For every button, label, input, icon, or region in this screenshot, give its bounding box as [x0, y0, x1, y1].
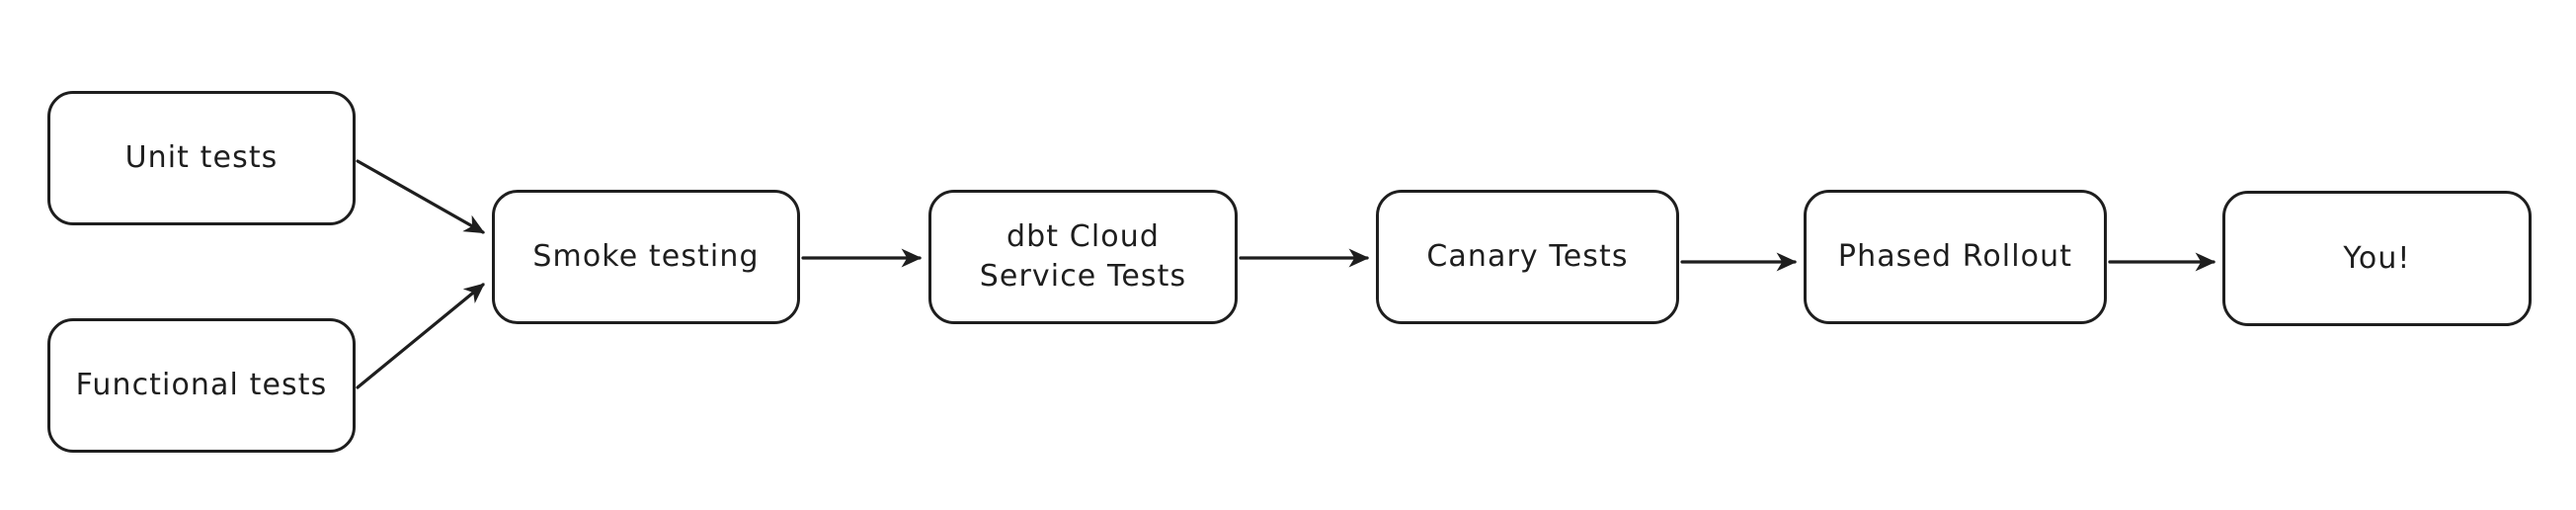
- node-dbt-cloud-service-tests[interactable]: dbt Cloud Service Tests: [928, 190, 1238, 324]
- edge-unit-tests-to-smoke-testing: [356, 159, 486, 234]
- edge-functional-tests-to-smoke-testing: [356, 283, 485, 389]
- node-functional-tests[interactable]: Functional tests: [47, 318, 356, 453]
- node-unit-tests-label: Unit tests: [124, 140, 279, 176]
- node-you-label: You!: [2343, 240, 2411, 276]
- node-canary-tests-label: Canary Tests: [1426, 239, 1629, 275]
- node-phased-rollout[interactable]: Phased Rollout: [1804, 190, 2107, 324]
- node-smoke-testing[interactable]: Smoke testing: [492, 190, 800, 324]
- node-functional-tests-label: Functional tests: [75, 368, 328, 403]
- node-phased-rollout-label: Phased Rollout: [1837, 239, 2073, 275]
- node-dbt-cloud-service-tests-label: dbt Cloud Service Tests: [979, 219, 1187, 294]
- node-canary-tests[interactable]: Canary Tests: [1376, 190, 1679, 324]
- node-you[interactable]: You!: [2222, 191, 2532, 326]
- node-smoke-testing-label: Smoke testing: [532, 239, 760, 275]
- node-unit-tests[interactable]: Unit tests: [47, 91, 356, 225]
